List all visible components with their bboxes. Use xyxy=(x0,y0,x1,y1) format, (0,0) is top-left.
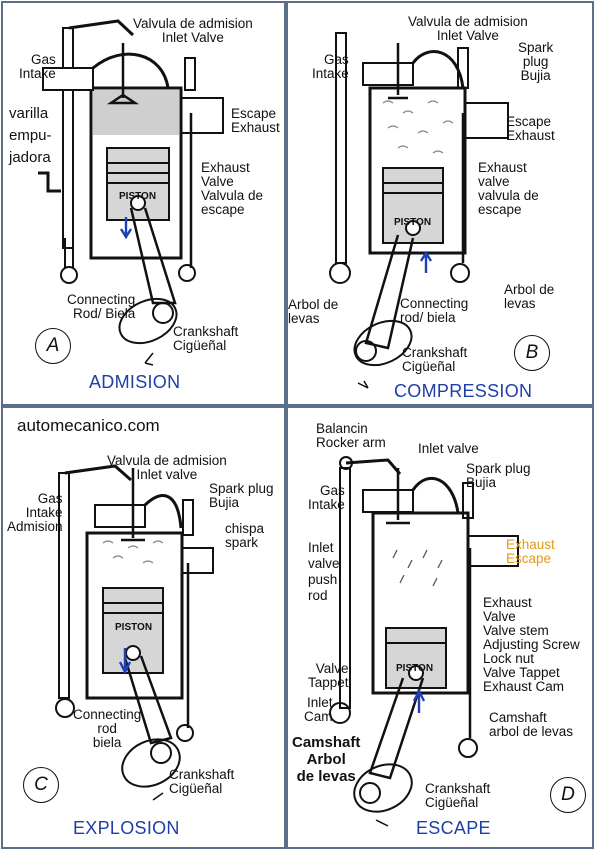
exhaust-valve-label: Exhaust valve valvula de escape xyxy=(478,160,539,217)
spark-plug-label: Spark plug Bujia xyxy=(518,40,554,83)
panel-escape: Balancin Rocker arm Inlet valve Spark pl… xyxy=(286,406,594,849)
gas-intake-label: Gas Intake xyxy=(19,52,56,81)
exhaust-escape-label: Exhaust Escape xyxy=(506,537,555,566)
camshaft-right-label: Arbol de levas xyxy=(504,282,555,311)
engine-drawing-escape xyxy=(329,456,519,827)
engine-drawing-admision xyxy=(38,19,224,366)
gas-intake-label: Gas Intake xyxy=(308,483,345,512)
spark-plug-label: Spark plug Bujia xyxy=(209,481,274,510)
piston-label: PISTON xyxy=(396,663,434,674)
inlet-valve-label: Inlet valve xyxy=(418,441,479,456)
panel-letter-d: D xyxy=(550,777,586,813)
connecting-rod-label: Connecting Rod/ Biela xyxy=(67,292,136,321)
camshaft-left-label: Camshaft Arbol de levas xyxy=(292,734,361,785)
panel-title-explosion: EXPLOSION xyxy=(73,818,180,838)
panel-title-admision: ADMISION xyxy=(89,372,181,392)
inlet-valve-label: Valvula de admision Inlet valve xyxy=(107,453,227,482)
crankshaft-label: Crankshaft Cigüeñal xyxy=(173,324,239,353)
crankshaft-label: Crankshaft Cigüeñal xyxy=(402,345,468,374)
camshaft-left-label: Arbol de levas xyxy=(288,297,339,326)
gas-intake-label: Gas Intake xyxy=(312,52,349,81)
panel-admision: Valvula de admision Inlet Valve Gas Inta… xyxy=(1,1,286,406)
panel-letter-a: A xyxy=(35,328,71,364)
panel-title-compression: COMPRESSION xyxy=(394,381,533,401)
inlet-cam-label: Inlet Cam xyxy=(304,695,333,724)
panel-letter-c: C xyxy=(23,767,59,803)
valve-tappet-label: Valve Tappet xyxy=(308,661,349,690)
engine-drawing-compression xyxy=(329,32,509,389)
piston-label: PISTON xyxy=(119,191,157,202)
piston-label: PISTON xyxy=(115,622,153,633)
panel-compression: Valvula de admision Inlet Valve Gas Inta… xyxy=(286,1,594,406)
connecting-rod-label: Connecting rod/ biela xyxy=(400,296,469,325)
crankshaft-label: Crankshaft Cigüeñal xyxy=(425,781,491,810)
spark-plug-label: Spark plug Bujia xyxy=(466,461,531,490)
panel-letter-b: B xyxy=(514,335,550,371)
exhaust-parts-label: Exhaust Valve Valve stem Adjusting Screw… xyxy=(483,595,580,694)
crankshaft-label: Crankshaft Cigüeñal xyxy=(169,767,235,796)
pushrod-label: varilla empu- jadora xyxy=(9,105,52,166)
camshaft-right-label: Camshaft arbol de levas xyxy=(489,710,574,739)
site-watermark: automecanico.com xyxy=(17,416,160,435)
escape-label: Escape Exhaust xyxy=(231,106,280,135)
chispa-label: chispa spark xyxy=(225,521,265,550)
inlet-valve-label: Valvula de admision Inlet Valve xyxy=(133,16,253,45)
panel-title-escape: ESCAPE xyxy=(416,818,491,838)
piston-label: PISTON xyxy=(394,217,432,228)
escape-label: Escape Exhaust xyxy=(506,114,555,143)
rocker-arm-label: Balancin Rocker arm xyxy=(316,421,386,450)
inlet-valve-label: Valvula de admision Inlet Valve xyxy=(408,14,528,43)
exhaust-valve-label: Exhaust Valve Valvula de escape xyxy=(201,160,264,217)
pushrod-label: Inlet valve push rod xyxy=(308,540,340,603)
gas-intake-label: Gas Intake Admision xyxy=(7,491,63,534)
connecting-rod-label: Connecting rod biela xyxy=(73,707,142,750)
engine-drawing-explosion xyxy=(55,464,214,801)
panel-explosion: automecanico.com Valvula de admision Inl… xyxy=(1,406,286,849)
